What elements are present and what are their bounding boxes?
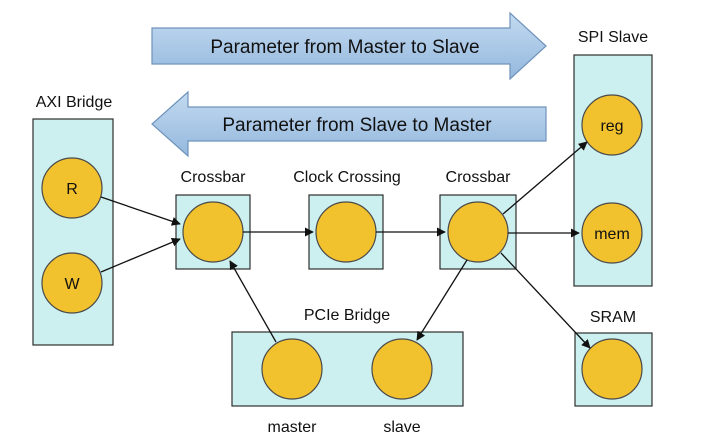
crossbar-right-title: Crossbar xyxy=(446,169,512,186)
crossbar-right-block: Crossbar xyxy=(439,169,517,270)
crossbar-left-block: Crossbar xyxy=(175,169,251,270)
spi-port-reg-node xyxy=(581,94,643,156)
spi-port-mem-node xyxy=(581,202,643,264)
pcie-port-slave-node xyxy=(371,338,433,400)
sram-title: SRAM xyxy=(590,309,636,326)
pcie-port-slave-label: slave xyxy=(383,419,420,436)
banner-slave-to-master: Parameter from Slave to Master xyxy=(151,90,547,158)
clock-crossing-title: Clock Crossing xyxy=(293,169,401,186)
pcie-port-master-label: master xyxy=(268,419,318,436)
clock-crossing-block: Clock Crossing xyxy=(293,169,401,270)
axi-port-w-label: W xyxy=(64,276,80,293)
axi-bridge-title: AXI Bridge xyxy=(36,94,113,111)
axi-port-r-node xyxy=(41,157,103,219)
banner-master-to-slave-arrow-shape xyxy=(151,11,547,81)
edge-pcie-master-to-crossbar-left xyxy=(229,260,277,343)
sram-node xyxy=(581,338,643,400)
pcie-bridge-block: PCIe Bridge master slave xyxy=(231,307,464,436)
edges xyxy=(100,141,591,349)
spi-port-mem-label: mem xyxy=(594,226,630,243)
sram-block: SRAM xyxy=(574,309,653,407)
axi-port-w-node xyxy=(41,252,103,314)
banner-slave-to-master-label: Parameter from Slave to Master xyxy=(222,115,492,136)
spi-slave-title: SPI Slave xyxy=(578,29,648,46)
axi-port-r-label: R xyxy=(66,181,78,198)
spi-port-reg-label: reg xyxy=(600,118,623,135)
edge-crossbar-right-to-sram xyxy=(500,252,591,349)
axi-bridge-block: AXI Bridge R W xyxy=(32,94,114,346)
edge-axi-w-to-crossbar-left xyxy=(100,237,181,273)
banner-slave-to-master-arrow-shape xyxy=(151,90,547,158)
edge-crossbar-right-to-spi-reg xyxy=(502,141,588,215)
banner-master-to-slave-label: Parameter from Master to Slave xyxy=(210,37,479,58)
edge-axi-r-to-crossbar-left xyxy=(100,196,181,226)
clock-crossing-node xyxy=(315,201,377,263)
spi-slave-block: SPI Slave reg mem xyxy=(573,29,653,287)
banner-master-to-slave: Parameter from Master to Slave xyxy=(151,11,547,81)
crossbar-left-title: Crossbar xyxy=(181,169,247,186)
pcie-bridge-title: PCIe Bridge xyxy=(304,307,390,324)
crossbar-right-node xyxy=(447,201,509,263)
pcie-port-master-node xyxy=(261,338,323,400)
edge-crossbar-right-to-pcie-slave xyxy=(416,259,468,341)
crossbar-left-node xyxy=(182,201,244,263)
